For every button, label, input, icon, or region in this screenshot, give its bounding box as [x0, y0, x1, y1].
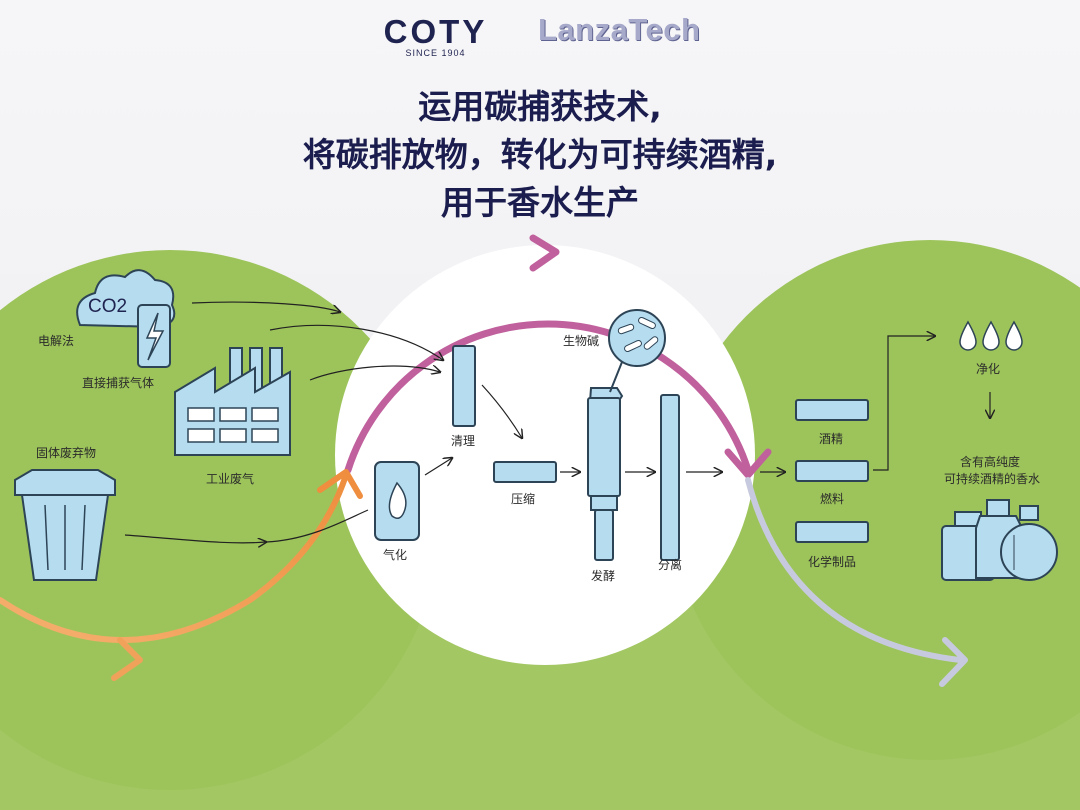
- separation-column: [661, 395, 679, 560]
- electrolysis-label: 电解法: [38, 332, 74, 349]
- coty-logo-subtitle: SINCE 1904: [378, 48, 493, 58]
- title-line-2: 将碳排放物，转化为可持续酒精,: [200, 128, 880, 176]
- gasification-unit: [375, 462, 419, 540]
- compression-label: 压缩: [511, 490, 535, 507]
- industrial-gas-label: 工业废气: [206, 470, 254, 487]
- droplets-icon: [960, 322, 1022, 350]
- cleaning-unit: [453, 346, 475, 426]
- coty-logo: COTY: [378, 14, 493, 50]
- result-label-line-2: 可持续酒精的香水: [944, 470, 1040, 487]
- title-line-3: 用于香水生产: [200, 176, 880, 224]
- solid-waste-label: 固体废弃物: [36, 444, 96, 461]
- co2-label: CO2: [88, 296, 127, 318]
- alcohol-bar: [796, 400, 868, 420]
- center-white-circle: [335, 245, 755, 665]
- cleaning-label: 清理: [451, 432, 475, 449]
- purification-label: 净化: [976, 360, 1000, 377]
- result-label-line-1: 含有高纯度: [960, 453, 1020, 470]
- lanzatech-logo: LanzaTech: [538, 12, 700, 48]
- chemicals-label: 化学制品: [808, 553, 856, 570]
- separation-label: 分离: [658, 556, 682, 573]
- chemicals-bar: [796, 522, 868, 542]
- fuel-label: 燃料: [820, 490, 844, 507]
- biocatalyst-label: 生物碱: [563, 332, 599, 349]
- alcohol-label: 酒精: [819, 430, 843, 447]
- title-line-1: 运用碳捕获技术,: [200, 80, 880, 128]
- gasification-label: 气化: [383, 546, 407, 563]
- fermentation-label: 发酵: [591, 567, 615, 584]
- lightning-icon: [138, 305, 170, 367]
- fuel-bar: [796, 461, 868, 481]
- direct-capture-label: 直接捕获气体: [82, 374, 154, 391]
- compression-unit: [494, 462, 556, 482]
